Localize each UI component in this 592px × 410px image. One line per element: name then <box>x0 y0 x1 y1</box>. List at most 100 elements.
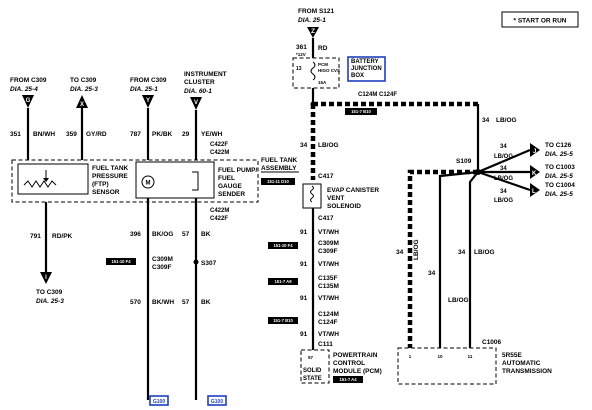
trunk-wire5-circuit: 91 <box>300 331 308 338</box>
connector-arrow-k <box>530 165 540 179</box>
conn-g-dia: DIA. 25-4 <box>10 86 38 93</box>
trans-wire-1 <box>407 169 478 348</box>
wire-57b-color: BK <box>201 299 211 306</box>
ground-g100-right: G100 <box>211 399 223 405</box>
pcm-state: STATE <box>303 376 322 382</box>
top-source-from: FROM S121 <box>298 8 335 15</box>
bjb-label-2: JUNCTION <box>351 66 382 72</box>
wire-57b-circuit: 57 <box>182 299 190 306</box>
pump-label-1: FUEL PUMP/ <box>218 167 257 174</box>
resistor-icon <box>23 180 57 188</box>
trunk-c135m: C135M <box>318 283 339 290</box>
pump-label-4: SENDER <box>218 191 245 198</box>
trunk-wire4-circuit: 91 <box>300 295 308 302</box>
trunk-c135f: C135F <box>318 275 338 282</box>
c422f-bottom: C422F <box>210 216 228 222</box>
branch-l-wire <box>477 170 531 192</box>
evap-label-1: EVAP CANISTER <box>327 187 379 194</box>
trans-wire-3-color: LB/OG <box>474 249 495 256</box>
connector-letter-k: K <box>532 171 537 177</box>
pcm-pin: 57 <box>308 355 314 360</box>
evap-label-3: SOLENOID <box>327 203 361 210</box>
fuse-symbol-icon <box>310 61 316 81</box>
trans-pin-1: 1 <box>409 354 412 359</box>
trunk-c111: C111 <box>318 341 333 348</box>
motor-icon <box>141 175 155 189</box>
wire-787-color: PK/BK <box>152 131 173 138</box>
trans-wire-1-color: LB/OG <box>413 239 420 260</box>
ground-g100-right-box <box>207 395 227 406</box>
ftp-label-4: SENSOR <box>92 189 120 196</box>
branch-k-dia: DIA. 25-5 <box>545 173 573 180</box>
trunk-c417b: C417 <box>318 215 334 222</box>
trans-wire-2 <box>438 170 479 348</box>
connector-letter-v: V <box>194 100 198 106</box>
wire-791-circuit: 791 <box>30 233 41 240</box>
bjb-label-3: BOX <box>351 73 364 79</box>
trunk-wire4-color: VT/WH <box>318 295 339 302</box>
wire-351-circuit: 351 <box>10 131 21 138</box>
trans-label-3: TRANSMISSION <box>502 368 552 375</box>
branch-k-to: TO C1003 <box>545 164 575 171</box>
trunk-c124f: C124F <box>318 319 338 326</box>
connector-arrow-g <box>22 95 34 108</box>
trans-wire-1-circuit: 34 <box>396 249 404 256</box>
wire-396-circuit: 396 <box>130 231 141 238</box>
bjb-line2: HIGO CVS <box>318 68 340 73</box>
wire-396-color: BK/OG <box>152 231 173 238</box>
fuel-tank-ref-tag <box>261 178 295 185</box>
connector-letter-x: X <box>80 102 84 108</box>
conn-y-from: FROM C309 <box>130 77 167 84</box>
connector-letter-l: L <box>532 189 536 195</box>
trans-label-1: 5R55E <box>502 352 523 359</box>
fuel-tank-label-2: ASSEMBLY <box>261 165 297 172</box>
bjb-label-1: BATTERY <box>351 59 379 65</box>
branch-l-dia: DIA. 25-5 <box>545 191 573 198</box>
pump-label-2: FUEL <box>218 175 235 182</box>
pcm-box <box>300 349 330 384</box>
bottom-left-dia: DIA. 25-3 <box>36 298 64 305</box>
wire-57a-circuit: 57 <box>182 231 190 238</box>
branch-k-circuit: 34 <box>500 166 507 172</box>
connector-letter-j: J <box>533 149 536 155</box>
wire-791-color: RD/PK <box>52 233 73 240</box>
trunk-wire2-circuit: 91 <box>300 229 308 236</box>
fuel-pump-box <box>135 161 215 199</box>
trans-wire-2-circuit: 34 <box>428 270 436 277</box>
conn-v-from2: CLUSTER <box>184 79 215 86</box>
trunk-wire1-circuit: 34 <box>300 142 308 149</box>
trunk-ref2: 151-7 A9 <box>274 279 292 284</box>
bjb-pin: 13 <box>296 66 302 72</box>
trans-wire-3-circuit: 34 <box>458 249 466 256</box>
pcm-label-3: MODULE (PCM) <box>333 368 382 375</box>
c422m-top: C422M <box>210 150 229 156</box>
transmission-box <box>397 347 497 385</box>
trunk-ref1-tag <box>268 242 298 249</box>
conn-x-dia: DIA. 25-3 <box>70 86 98 93</box>
conn-y-dia: DIA. 25-1 <box>130 86 158 93</box>
conn-v-dia: DIA. 60-1 <box>184 88 212 95</box>
wire-361-color: RD <box>318 45 328 52</box>
trans-wire-3 <box>468 171 479 348</box>
connector-arrow-x <box>76 95 88 108</box>
mid-c309f: C309F <box>152 264 172 271</box>
trans-pin-11: 11 <box>468 354 473 359</box>
branch-j-circuit: 34 <box>500 144 507 150</box>
ftp-label-3: (FTP) <box>92 181 109 188</box>
trunk-wire1-color: LB/OG <box>318 142 339 149</box>
pump-label-3: GAUGE <box>218 183 243 190</box>
wire-361-circuit: 361 <box>296 44 307 51</box>
splice-s109-label: S109 <box>456 158 472 165</box>
fuel-tank-assembly-box <box>11 159 259 203</box>
legend-box <box>501 11 579 28</box>
wire-361-note: *12V <box>296 52 306 57</box>
wiper-arrow-icon <box>43 178 49 182</box>
top-right-wire-circuit: 34 <box>482 117 490 124</box>
mid-ref-tag <box>106 258 136 265</box>
ftp-label-2: PRESSURE <box>92 173 128 180</box>
pcm-label-2: CONTROL <box>333 360 365 367</box>
trunk-wire3-color: VT/WH <box>318 261 339 268</box>
fuel-tank-label-1: FUEL TANK <box>261 157 298 164</box>
wire-570-circuit: 570 <box>130 299 141 306</box>
bjb-fuse: 15A <box>318 80 327 85</box>
